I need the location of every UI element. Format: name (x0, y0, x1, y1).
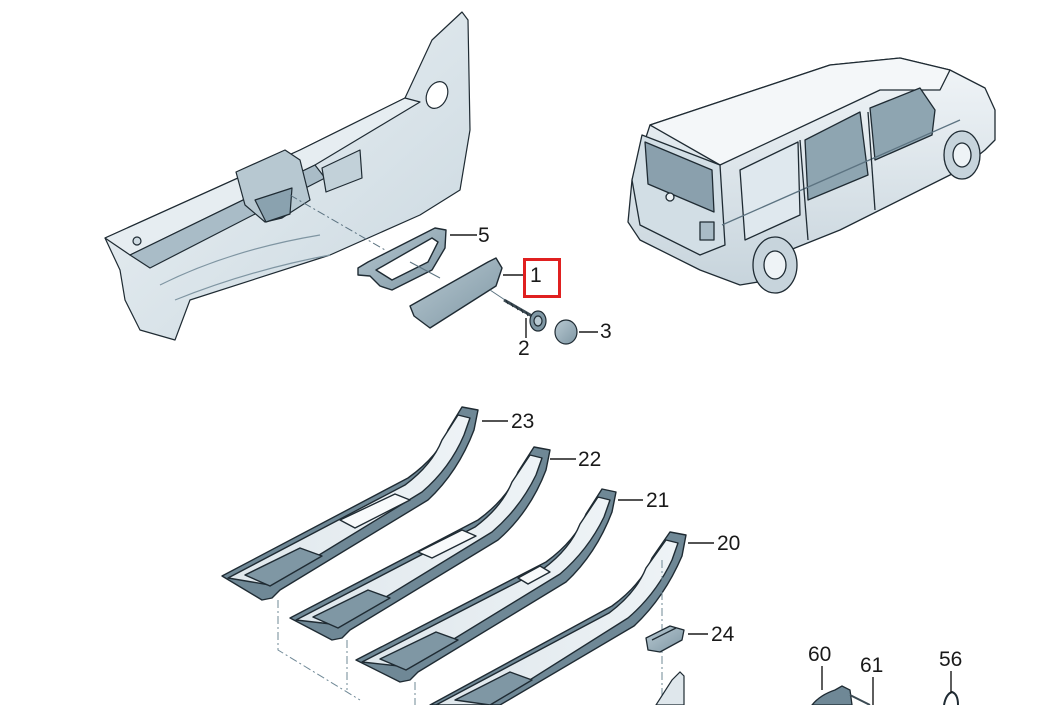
part-24-clip (645, 625, 685, 653)
part-2-screw (503, 298, 547, 332)
callout-3[interactable]: 3 (600, 320, 612, 343)
callout-23[interactable]: 23 (511, 410, 535, 433)
part-61-fastener (849, 694, 871, 705)
interior-side-panel (104, 11, 471, 341)
sill-trim-20 (429, 531, 687, 705)
callout-1-highlight-box (523, 258, 561, 298)
callout-60[interactable]: 60 (808, 643, 832, 666)
callout-61[interactable]: 61 (860, 654, 884, 677)
assembly-lines (277, 560, 663, 705)
part-60-housing (811, 685, 853, 705)
bracket-partial (655, 671, 685, 705)
sill-trim-22 (289, 446, 551, 641)
callout-21[interactable]: 21 (646, 489, 670, 512)
callout-56[interactable]: 56 (939, 648, 963, 671)
part-56-ring (943, 690, 959, 705)
callout-5[interactable]: 5 (478, 224, 490, 247)
van-illustration (627, 57, 996, 294)
part-1-trim-cover (409, 257, 506, 329)
part-3-cap (554, 319, 578, 345)
sill-trim-23 (221, 406, 479, 601)
callout-2[interactable]: 2 (518, 337, 530, 360)
part-5-grip-frame (357, 227, 447, 291)
callout-22[interactable]: 22 (578, 448, 602, 471)
callout-20[interactable]: 20 (717, 532, 741, 555)
callout-1[interactable]: 1 (530, 264, 542, 287)
sill-trim-21 (355, 488, 617, 683)
callout-24[interactable]: 24 (711, 623, 735, 646)
leader-lines (450, 234, 952, 705)
